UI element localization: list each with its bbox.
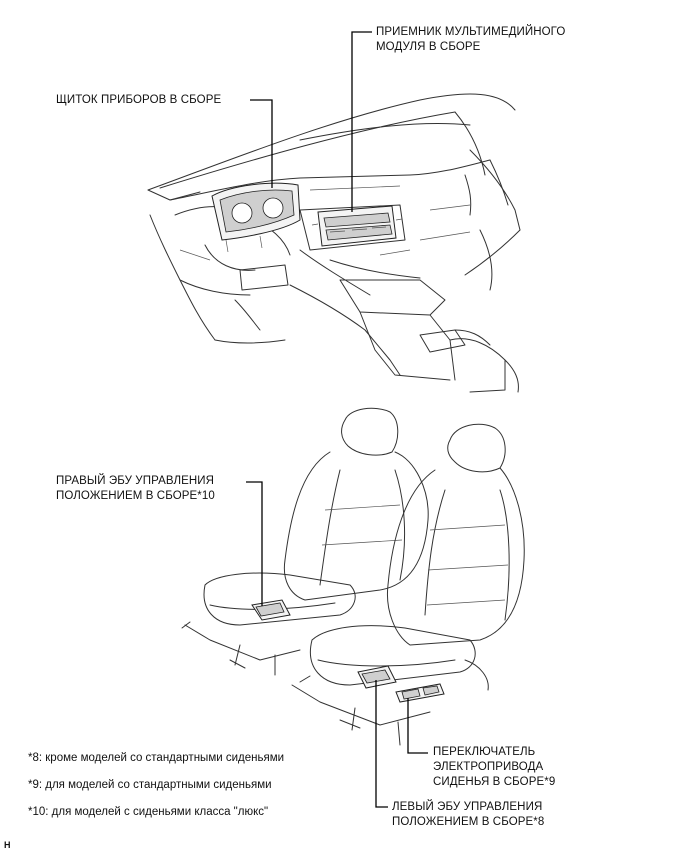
multimedia-receiver-part bbox=[311, 205, 403, 247]
left-ecu-label-line2: ПОЛОЖЕНИЕМ В СБОРЕ*8 bbox=[392, 816, 545, 828]
multimedia-receiver-label-line2: МОДУЛЯ В СБОРЕ bbox=[376, 41, 481, 53]
multimedia-receiver-label: ПРИЕМНИК МУЛЬТИМЕДИЙНОГО МОДУЛЯ В СБОРЕ bbox=[376, 25, 565, 55]
left-seat-drawing bbox=[291, 423, 525, 746]
dashboard-drawing bbox=[147, 93, 521, 393]
seat-switch-label-line3: СИДЕНЬЯ В СБОРЕ*9 bbox=[433, 776, 556, 788]
right-ecu-label-line1: ПРАВЫЙ ЭБУ УПРАВЛЕНИЯ bbox=[56, 475, 215, 487]
right-ecu-leader bbox=[246, 481, 263, 606]
footnote-10: *10: для моделей с сиденьями класса "люк… bbox=[28, 806, 269, 818]
seat-switch-label: ПЕРЕКЛЮЧАТЕЛЬ ЭЛЕКТРОПРИВОДА СИДЕНЬЯ В С… bbox=[433, 745, 555, 790]
corner-mark: H bbox=[4, 840, 11, 850]
left-ecu-part bbox=[357, 665, 397, 689]
left-ecu-label-line1: ЛЕВЫЙ ЭБУ УПРАВЛЕНИЯ bbox=[392, 801, 543, 813]
right-ecu-label: ПРАВЫЙ ЭБУ УПРАВЛЕНИЯ ПОЛОЖЕНИЕМ В СБОРЕ… bbox=[56, 474, 242, 504]
seat-switch-label-line1: ПЕРЕКЛЮЧАТЕЛЬ bbox=[433, 746, 536, 758]
right-ecu-label-line2: ПОЛОЖЕНИЕМ В СБОРЕ*10 bbox=[56, 490, 215, 502]
seat-switch-label-line2: ЭЛЕКТРОПРИВОДА bbox=[433, 761, 544, 773]
seat-switch-part bbox=[395, 683, 445, 703]
right-seat-drawing bbox=[181, 407, 429, 676]
multimedia-receiver-leader bbox=[351, 31, 372, 212]
footnote-9: *9: для моделей со стандартными сиденьям… bbox=[28, 779, 272, 791]
seat-switch-leader bbox=[407, 698, 428, 754]
right-ecu-part bbox=[251, 599, 291, 621]
left-ecu-label: ЛЕВЫЙ ЭБУ УПРАВЛЕНИЯ ПОЛОЖЕНИЕМ В СБОРЕ*… bbox=[392, 800, 544, 830]
instrument-cluster-label: ЩИТОК ПРИБОРОВ В СБОРЕ bbox=[56, 94, 222, 106]
footnote-8: *8: кроме моделей со стандартными сидень… bbox=[28, 752, 285, 764]
left-ecu-leader bbox=[375, 680, 388, 808]
instrument-cluster-part bbox=[211, 182, 301, 253]
instrument-cluster-leader bbox=[250, 99, 273, 188]
multimedia-receiver-label-line1: ПРИЕМНИК МУЛЬТИМЕДИЙНОГО bbox=[376, 26, 566, 38]
